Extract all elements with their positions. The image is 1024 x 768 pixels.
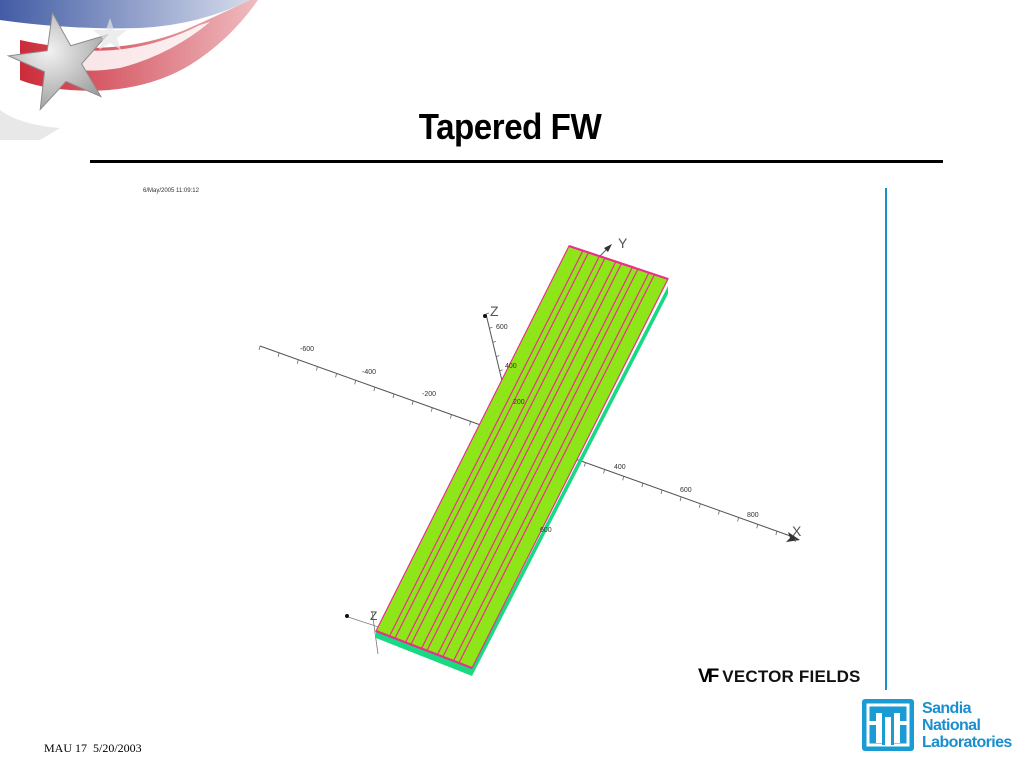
svg-text:Z: Z: [370, 609, 377, 623]
timestamp: 6/May/2005 11:09:12: [143, 188, 199, 194]
x-axis-tick: [258, 345, 261, 351]
tapered-fw-plate: [375, 244, 669, 676]
x-axis-tick: [679, 496, 682, 501]
x-tick-label: -600: [300, 346, 314, 353]
vector-fields-logo: VF VECTOR FIELDS: [698, 666, 861, 687]
y-axis-arrow: [604, 244, 612, 252]
channel-line: [442, 268, 639, 657]
geometry-plot: Z X Y Z -600 -400 -200 400 600 800 600 6…: [258, 188, 887, 690]
z-tick-label: 600: [496, 324, 508, 331]
vector-fields-text: VECTOR FIELDS: [722, 667, 861, 686]
x-axis-tick: [584, 462, 586, 467]
x-tick-label: -400: [362, 369, 376, 376]
channel-line: [388, 251, 584, 638]
footer-text: MAU 17 5/20/2003: [44, 741, 142, 755]
z-axis-arrow: [483, 314, 487, 318]
x-axis-tick: [756, 524, 759, 529]
x-axis-tick: [794, 537, 797, 543]
sandia-logo: Sandia National Laboratories: [862, 699, 1012, 755]
z-axis-tick: [496, 355, 500, 357]
x-axis-tick: [411, 400, 414, 405]
x-tick-label: 600: [680, 487, 692, 494]
channel-line: [458, 274, 656, 664]
x-axis-tick: [277, 352, 280, 357]
sandia-thunderbird-icon: [862, 699, 914, 751]
z-tick-label: 400: [505, 363, 517, 370]
x-axis-tick: [354, 380, 357, 385]
channel-line: [420, 262, 617, 650]
x-tick-label: -200: [422, 391, 436, 398]
sandia-line: Laboratories: [922, 734, 1012, 751]
x-axis-tick: [392, 393, 395, 399]
z-tick-label: 200: [513, 399, 525, 406]
channel-line: [394, 252, 590, 639]
title-rule: [90, 160, 943, 163]
z-axis-tick: [489, 326, 493, 329]
x-axis-tick: [296, 359, 299, 364]
x-axis-tick: [373, 387, 376, 392]
x-axis-tick: [316, 366, 318, 371]
plate-top-face: [375, 245, 669, 669]
sandia-wordmark: Sandia National Laboratories: [922, 700, 1012, 751]
x-axis-tick: [698, 503, 701, 508]
channel-line: [404, 256, 600, 644]
sandia-line: National: [922, 717, 981, 734]
z-axis-label: Z: [490, 303, 499, 319]
x-axis-arrow: [786, 532, 800, 542]
x-axis-tick: [641, 483, 644, 488]
x-axis-tick: [603, 469, 605, 474]
slide-title: Tapered FW: [418, 106, 602, 147]
z-axis-tick: [492, 341, 496, 343]
x-tick-label: 800: [747, 512, 759, 519]
x-axis-tick: [660, 489, 663, 495]
x-axis-tick: [718, 510, 720, 515]
model-figure: Z X Y Z -600 -400 -200 400 600 800 600 6…: [140, 186, 890, 690]
y-axis-label: Y: [618, 235, 628, 251]
x-axis-tick: [737, 517, 739, 522]
channel-line: [426, 263, 623, 651]
x-axis-label: X: [792, 523, 802, 539]
y-tick-label: 600: [540, 527, 552, 534]
x-axis-tick: [622, 476, 625, 481]
z-axis-tick: [499, 369, 503, 372]
z-axis-tick: [485, 312, 490, 315]
vf-mark-icon: VF: [698, 666, 719, 687]
channel-line: [436, 267, 633, 656]
channel-line: [410, 257, 606, 645]
x-axis-tick: [430, 407, 433, 412]
x-tick-label: 400: [614, 464, 626, 471]
x-axis-tick: [775, 531, 778, 536]
sandia-line: Sandia: [922, 700, 971, 717]
x-axis-tick: [335, 373, 337, 378]
x-axis-tick: [469, 421, 471, 426]
star-flag-icon: [0, 0, 258, 140]
x-axis-tick: [450, 414, 452, 419]
channel-line: [452, 273, 650, 663]
